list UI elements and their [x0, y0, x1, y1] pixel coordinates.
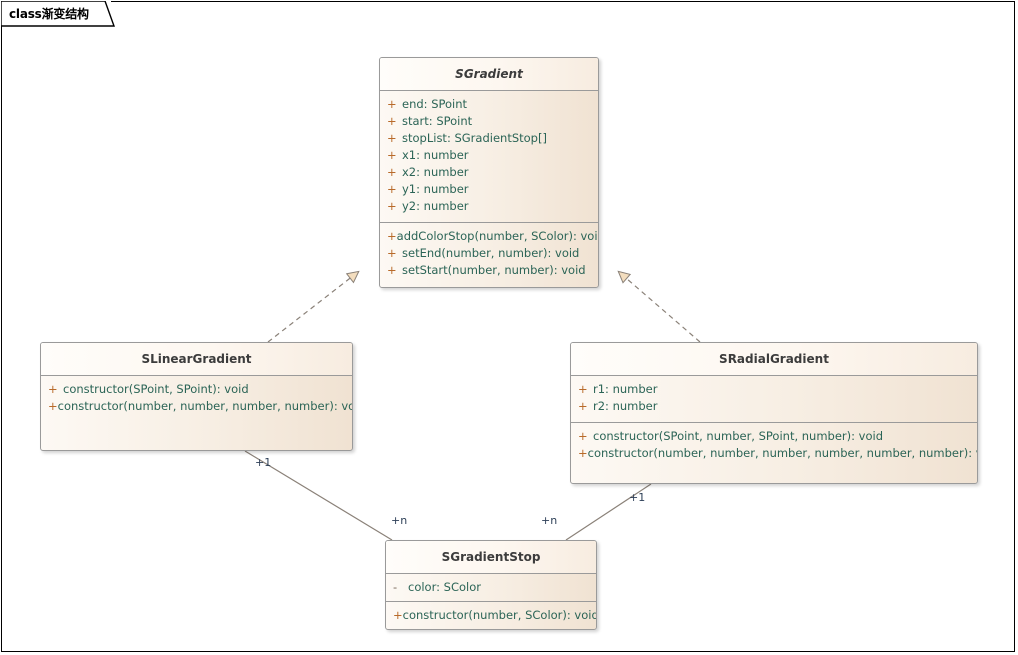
attributes-compartment-sradialgradient: + r1: number + r2: number [571, 376, 977, 423]
attribute-row: + y1: number [380, 181, 598, 198]
method-row: + addColorStop(number, SColor): void [380, 228, 598, 245]
methods-compartment-slineargradient: + constructor(SPoint, SPoint): void + co… [41, 376, 352, 450]
link-radial-has-stops [565, 483, 652, 541]
attribute-label: y1: number [402, 182, 469, 196]
attributes-compartment-sgradientstop: - color: SColor [386, 574, 596, 602]
method-row: + setEnd(number, number): void [380, 245, 598, 262]
method-label: setEnd(number, number): void [402, 246, 580, 260]
class-title-sradialgradient: SRadialGradient [571, 343, 977, 376]
attribute-label: x2: number [402, 165, 469, 179]
method-row: + setStart(number, number): void [380, 262, 598, 279]
class-box-slineargradient[interactable]: SLinearGradient + constructor(SPoint, SP… [40, 342, 353, 451]
method-label: constructor(SPoint, number, SPoint, numb… [593, 429, 884, 443]
method-label: constructor(number, number, number, numb… [587, 446, 978, 460]
class-box-sgradient[interactable]: SGradient + end: SPoint + start: SPoint … [379, 57, 599, 288]
multiplicity-stop-n-left: +n [391, 514, 408, 527]
attribute-label: x1: number [402, 148, 469, 162]
multiplicity-linear-1: +1 [255, 456, 272, 469]
attribute-row: + x1: number [380, 147, 598, 164]
visibility-marker: - [393, 580, 398, 594]
visibility-marker: + [387, 199, 397, 213]
class-box-sgradientstop[interactable]: SGradientStop - color: SColor + construc… [385, 540, 597, 630]
attribute-row: + start: SPoint [380, 113, 598, 130]
attribute-row: + r2: number [571, 398, 977, 415]
method-row: + constructor(number, number, number, nu… [41, 398, 352, 415]
attribute-label: start: SPoint [402, 114, 473, 128]
attribute-label: y2: number [402, 199, 469, 213]
visibility-marker: + [387, 148, 397, 162]
attributes-compartment-sgradient: + end: SPoint + start: SPoint + stopList… [380, 91, 598, 223]
attribute-row: + r1: number [571, 381, 977, 398]
attribute-row: + end: SPoint [380, 96, 598, 113]
class-title-sgradient: SGradient [380, 58, 598, 91]
attribute-row: + x2: number [380, 164, 598, 181]
visibility-marker: + [578, 382, 588, 396]
visibility-marker: + [48, 382, 58, 396]
visibility-marker: + [578, 446, 588, 460]
visibility-marker: + [387, 114, 397, 128]
method-row: + constructor(number, number, number, nu… [571, 445, 977, 462]
visibility-marker: + [48, 399, 58, 413]
frame-tab-shape-icon [1, 1, 115, 27]
attribute-label: r1: number [593, 382, 658, 396]
visibility-marker: + [387, 182, 397, 196]
visibility-marker: + [387, 246, 397, 260]
class-title-sgradientstop: SGradientStop [386, 541, 596, 574]
multiplicity-stop-n-right: +n [541, 514, 558, 527]
class-title-slineargradient: SLinearGradient [41, 343, 352, 376]
multiplicity-radial-1: +1 [629, 491, 646, 504]
visibility-marker: + [387, 131, 397, 145]
link-radial-realizes-gradient [619, 272, 701, 343]
methods-compartment-sradialgradient: + constructor(SPoint, number, SPoint, nu… [571, 423, 977, 483]
attribute-row: + y2: number [380, 198, 598, 215]
attribute-label: color: SColor [408, 580, 481, 594]
method-row: + constructor(SPoint, number, SPoint, nu… [571, 428, 977, 445]
visibility-marker: + [578, 429, 588, 443]
diagram-frame-tab: class渐变结构 [1, 1, 115, 27]
method-row: + constructor(SPoint, SPoint): void [41, 381, 352, 398]
attribute-label: r2: number [593, 399, 658, 413]
method-label: constructor(SPoint, SPoint): void [63, 382, 249, 396]
visibility-marker: + [393, 608, 403, 622]
visibility-marker: + [578, 399, 588, 413]
methods-compartment-sgradient: + addColorStop(number, SColor): void + s… [380, 223, 598, 287]
method-label: constructor(number, SColor): void [402, 608, 597, 622]
diagram-title-label: class渐变结构 [9, 7, 89, 21]
method-row: + constructor(number, SColor): void [386, 607, 596, 624]
visibility-marker: + [387, 263, 397, 277]
method-label: addColorStop(number, SColor): void [396, 229, 599, 243]
attribute-row: + stopList: SGradientStop[] [380, 130, 598, 147]
attribute-row: - color: SColor [386, 579, 596, 596]
link-linear-realizes-gradient [267, 272, 358, 343]
class-box-sradialgradient[interactable]: SRadialGradient + r1: number + r2: numbe… [570, 342, 978, 484]
method-label: constructor(number, number, number, numb… [57, 399, 353, 413]
visibility-marker: + [387, 165, 397, 179]
visibility-marker: + [387, 229, 397, 243]
method-label: setStart(number, number): void [402, 263, 586, 277]
attribute-label: stopList: SGradientStop[] [402, 131, 547, 145]
visibility-marker: + [387, 97, 397, 111]
methods-compartment-sgradientstop: + constructor(number, SColor): void [386, 602, 596, 629]
attribute-label: end: SPoint [402, 97, 468, 111]
link-linear-has-stops [244, 450, 393, 541]
